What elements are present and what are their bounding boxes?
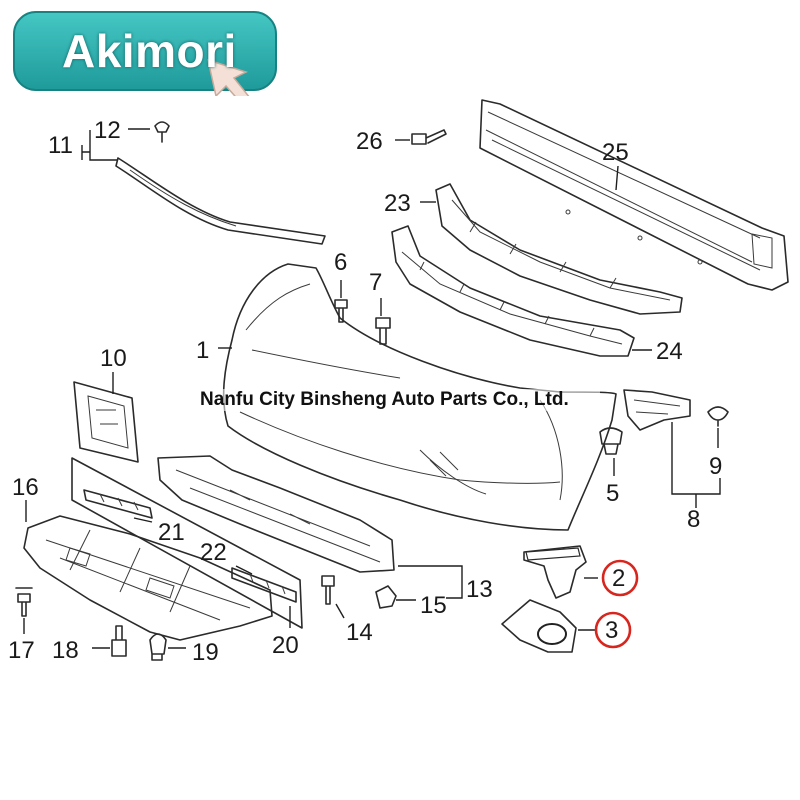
molding-11 [115,157,326,245]
callout-13: 13 [466,576,493,603]
callout-26: 26 [356,128,383,155]
undercover-16 [23,515,273,641]
part-3 [501,599,577,653]
logo-text: Akimori [62,25,237,77]
bolt-14 [321,575,335,605]
callout-1: 1 [196,337,209,364]
callout-10: 10 [100,345,127,372]
bracket-21 [83,489,153,519]
callout-21: 21 [158,519,185,546]
callout-2: 2 [612,565,625,592]
clip-12 [154,121,170,143]
highlight-ring-2 [601,559,639,597]
clip-5 [599,427,623,455]
clip-9 [707,406,729,427]
callout-19: 19 [192,639,219,666]
leader-13 [398,565,463,599]
absorber-24 [391,225,635,357]
callout-17: 17 [8,637,35,664]
callout-6: 6 [334,249,347,276]
callout-3: 3 [605,617,618,644]
leader-11 [81,130,118,161]
leader-22 [235,565,253,575]
callout-18: 18 [52,637,79,664]
bracket-8 [623,389,691,431]
license-bracket-10 [73,381,139,463]
bolt-26 [411,129,447,145]
bolt-7 [375,317,391,345]
callout-24: 24 [656,338,683,365]
bumper-cover-1 [222,263,617,531]
callout-23: 23 [384,190,411,217]
callout-11: 11 [48,132,73,159]
callout-20: 20 [272,632,299,659]
highlight-ring-3 [594,611,632,649]
company-watermark: Nanfu City Binsheng Auto Parts Co., Ltd. [200,389,600,411]
part-2 [523,545,587,599]
callout-5: 5 [606,480,619,507]
leader-14 [335,603,345,619]
leader-21 [133,517,153,523]
callout-25: 25 [602,139,629,166]
undercover-13 [157,455,395,573]
bracket-22 [231,567,297,603]
bolt-17 [15,587,33,617]
leader-25 [615,165,619,191]
callout-15: 15 [420,592,447,619]
plate-20 [71,457,303,629]
bolt-18 [111,625,127,657]
absorber-23 [435,183,683,315]
callout-8: 8 [687,506,700,533]
clip-15 [375,585,397,609]
reinforcement-25 [479,99,789,291]
callout-16: 16 [12,474,39,501]
callout-7: 7 [369,269,382,296]
part-11-12-group [81,121,326,245]
callout-22: 22 [200,539,227,566]
callout-9: 9 [709,453,722,480]
callout-14: 14 [346,619,373,646]
clip-19 [149,633,167,661]
callout-12: 12 [94,117,121,144]
leader-8 [671,422,721,508]
